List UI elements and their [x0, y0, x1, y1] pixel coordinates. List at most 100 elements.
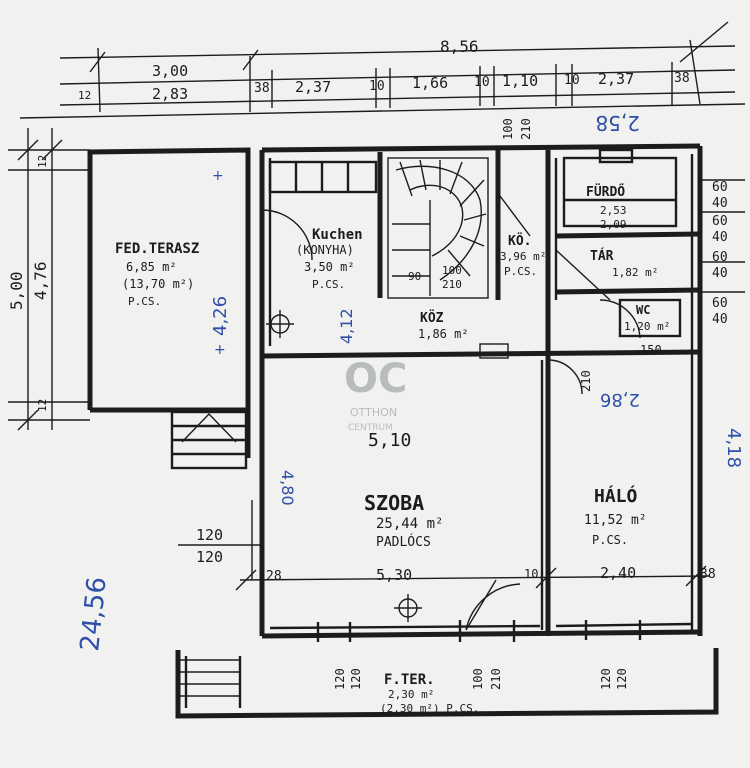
room-kitchen-area: 3,50 m²	[304, 260, 355, 274]
room-fterrace-label: F.TER.	[384, 672, 435, 688]
note-bedroom: 2,86	[600, 389, 640, 410]
note-left-wall: 4,80	[278, 470, 297, 506]
dim-stair-210: 210	[442, 278, 462, 291]
room-bath-area2: 2,09	[600, 218, 627, 231]
dim-10b: 10	[474, 75, 490, 90]
dim-door-210: 210	[519, 118, 533, 140]
pencil-mark-2: +	[214, 342, 226, 358]
dim-door-100: 100	[501, 118, 515, 140]
room-corridor-floor: P.CS.	[504, 265, 537, 278]
room-fterrace-area: 2,30 m²	[388, 688, 434, 701]
dim-38: 38	[254, 81, 270, 96]
room-storage-area: 1,82 m²	[612, 266, 658, 279]
kitchen-counter	[268, 160, 378, 194]
dim-right-60a: 60	[712, 180, 728, 195]
room-wc-label: WC	[636, 303, 650, 317]
room-living-floor: PADLÓCS	[376, 534, 431, 550]
walls	[87, 143, 719, 719]
top-dimension-lines	[19, 21, 746, 119]
room-hall-label: KÖZ	[420, 310, 444, 326]
dim-right-40a: 40	[712, 196, 728, 211]
room-fterrace-area2: (2,30 m²) P.CS.	[380, 702, 479, 715]
dim-stair-100: 100	[442, 264, 462, 277]
bottom-windows	[316, 620, 642, 642]
room-storage-label: TÁR	[590, 248, 614, 264]
watermark-logo: OC	[344, 356, 407, 402]
room-bedroom-label: HÁLÓ	[594, 485, 638, 507]
dim-12: 12	[78, 89, 91, 102]
dim-win-120a: 120	[333, 668, 347, 690]
dim-right-60b: 60	[712, 214, 728, 229]
room-kitchen-floor: P.CS.	[312, 278, 345, 291]
note-bottom-left: 24,56	[75, 576, 113, 653]
note-top-right: 2,58	[595, 111, 640, 135]
dim-bottom-10: 10	[524, 567, 538, 581]
room-corridor-label: KÖ.	[508, 233, 531, 249]
dim-110: 1,10	[502, 72, 538, 90]
dim-right-60c: 60	[712, 250, 728, 265]
dim-win-120c: 120	[599, 668, 613, 690]
dim-bottom-38: 38	[700, 567, 716, 582]
room-bath-label: FÜRDŐ	[586, 184, 625, 200]
dim-mid-120a: 120	[196, 526, 223, 544]
room-bedroom-area: 11,52 m²	[584, 513, 647, 528]
watermark-line2: CENTRUM	[348, 423, 393, 433]
room-terrace-area2: (13,70 m²)	[122, 277, 194, 291]
dim-38b: 38	[674, 71, 690, 86]
dim-small-210: 210	[579, 370, 593, 392]
watermark: OC OTTHON CENTRUM	[344, 356, 407, 433]
light-fixture-kitchen	[266, 310, 294, 338]
room-living-label: SZOBA	[364, 491, 424, 515]
dim-bottom-530: 5,30	[376, 566, 412, 584]
bath-fixtures	[562, 148, 682, 338]
dim-right-40d: 40	[712, 312, 728, 327]
room-corridor-area: 3,96 m²	[500, 250, 546, 263]
room-terrace-label: FED.TERASZ	[115, 241, 199, 257]
dim-mid-120b: 120	[196, 548, 223, 566]
spiral-staircase	[387, 157, 489, 299]
dim-bottom-240: 2,40	[600, 564, 636, 582]
dim-166: 1,66	[412, 74, 448, 92]
terrace-steps	[170, 410, 248, 470]
note-terrace: 4,26	[210, 296, 231, 336]
dim-center-510: 5,10	[368, 430, 411, 451]
room-bedroom-floor: P.CS.	[592, 533, 628, 547]
pencil-mark-1: +	[212, 168, 224, 184]
dim-bottom-283: 2,83	[152, 85, 188, 103]
doors	[261, 195, 641, 631]
light-fixture-living	[394, 594, 422, 622]
room-bath-area: 2,53	[600, 204, 627, 217]
room-wc-area: 1,20 m²	[624, 320, 670, 333]
note-right-side: 4,18	[723, 428, 744, 468]
watermark-line1: OTTHON	[350, 406, 397, 419]
dim-total-width: 8,56	[440, 37, 479, 56]
dim-win-100: 100	[471, 668, 485, 690]
dim-top-300: 3,00	[152, 62, 188, 80]
dim-left-12a: 12	[36, 155, 49, 168]
dim-right-60d: 60	[712, 296, 728, 311]
room-hall-area: 1,86 m²	[418, 327, 469, 341]
room-terrace-area: 6,85 m²	[126, 260, 177, 274]
room-terrace-floor: P.CS.	[128, 295, 161, 308]
dim-left-12b: 12	[36, 399, 49, 412]
dim-right-40c: 40	[712, 266, 728, 281]
dim-left-500: 5,00	[7, 271, 26, 310]
left-dimension-lines	[8, 128, 90, 431]
dim-bottom-28: 28	[266, 569, 282, 584]
room-living-area: 25,44 m²	[376, 516, 443, 532]
dim-stair-90: 90	[408, 270, 421, 283]
dim-win-120d: 120	[615, 668, 629, 690]
room-kitchen-sub: (KONYHA)	[296, 243, 354, 257]
dim-237a: 2,37	[295, 78, 331, 96]
dim-win-120b: 120	[349, 668, 363, 690]
note-kitchen: 4,12	[337, 308, 356, 344]
interior-dimension-lines	[178, 179, 745, 591]
dim-237b: 2,37	[598, 70, 634, 88]
dim-10a: 10	[369, 79, 385, 94]
dim-10c: 10	[564, 73, 580, 88]
dim-win-210: 210	[489, 668, 503, 690]
dim-right-40b: 40	[712, 230, 728, 245]
room-kitchen-label: Kuchen	[312, 227, 363, 243]
dim-left-476: 4,76	[31, 261, 50, 300]
